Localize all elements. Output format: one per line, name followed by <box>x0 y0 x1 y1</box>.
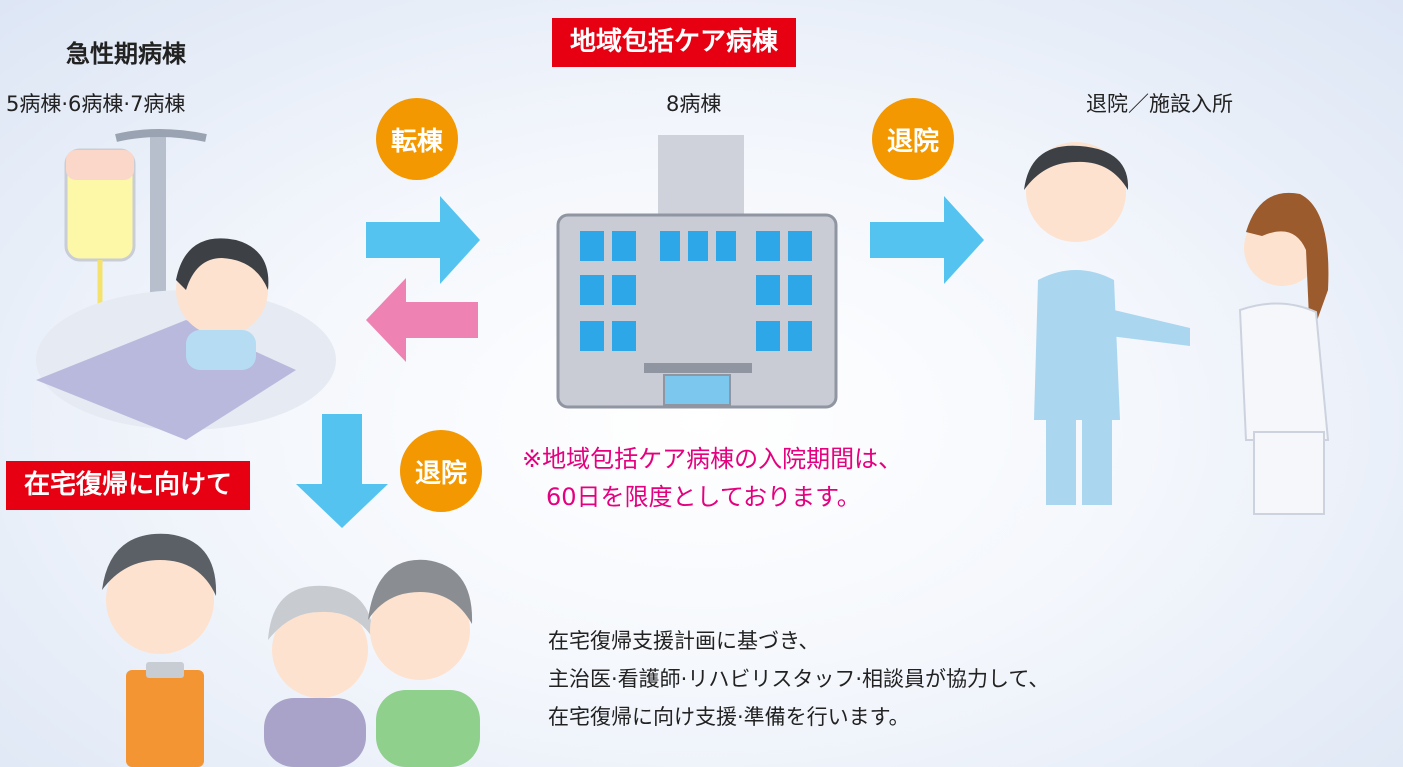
discharge-badge-right-text: 退院 <box>886 126 939 157</box>
discharge-badge-bottom: 退院 <box>400 430 482 512</box>
home-return-label: 在宅復帰に向けて <box>6 461 251 510</box>
discharge-badge-right: 退院 <box>872 98 954 180</box>
description-line1: 在宅復帰支援計画に基づき、 <box>548 629 820 653</box>
arrow-down-to-home <box>296 414 388 528</box>
community-care-ward-label: 地域包括ケア病棟 <box>552 18 797 67</box>
stay-limit-note-line1: ※地域包括ケア病棟の入院期間は、 <box>522 445 903 473</box>
arrow-right-to-community <box>366 196 480 284</box>
description-line2: 主治医·看護師·リハビリスタッフ·相談員が協力して、 <box>548 667 1050 691</box>
discharge-badge-bottom-text: 退院 <box>414 458 467 489</box>
arrow-left-to-acute <box>366 278 478 362</box>
home-support-description: 在宅復帰支援計画に基づき、 主治医·看護師·リハビリスタッフ·相談員が協力して、… <box>548 622 1049 736</box>
description-line3: 在宅復帰に向け支援·準備を行います。 <box>548 705 910 729</box>
discharged-patient-and-nurse <box>1024 142 1330 515</box>
acute-ward-numbers: 5病棟·6病棟·7病棟 <box>6 92 186 116</box>
stay-limit-note-line2: 60日を限度としております。 <box>546 483 861 511</box>
hospital-building <box>556 135 838 409</box>
community-care-ward-number: 8病棟 <box>666 92 722 116</box>
transfer-badge: 転棟 <box>376 98 458 180</box>
discharge-destination-label: 退院／施設入所 <box>1086 92 1233 116</box>
acute-patient-illustration <box>36 129 336 440</box>
acute-ward-title: 急性期病棟 <box>66 40 186 68</box>
arrow-right-to-discharge <box>870 196 984 284</box>
stay-limit-note: ※地域包括ケア病棟の入院期間は、 60日を限度としております。 <box>522 440 902 516</box>
transfer-badge-text: 転棟 <box>390 126 443 157</box>
doctor-and-family-illustration <box>102 533 480 767</box>
